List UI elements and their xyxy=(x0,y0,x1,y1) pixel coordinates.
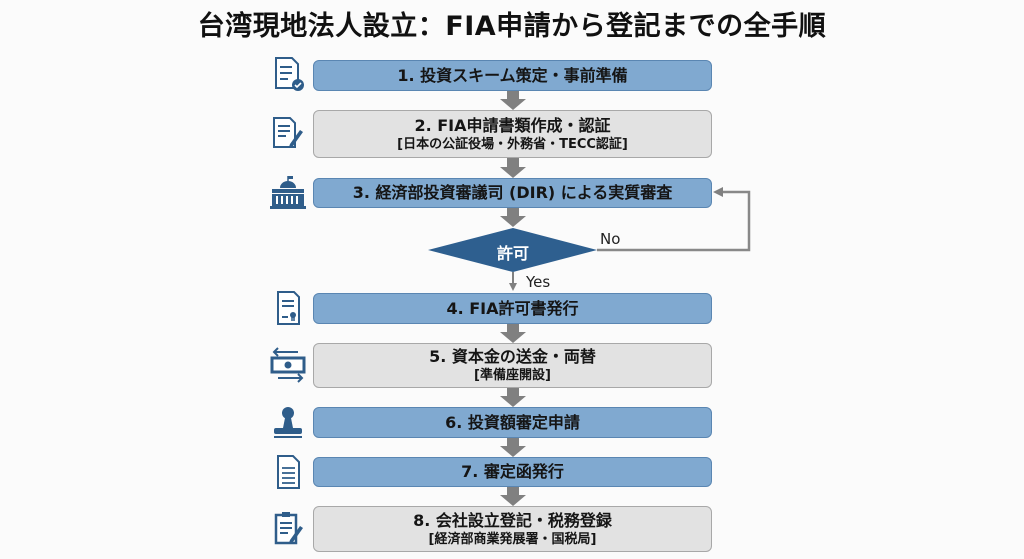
step-3: 3. 経済部投資審議司 (DIR) による実質審査 xyxy=(313,178,712,208)
arrow-6-7 xyxy=(500,438,526,457)
step-2: 2. FIA申請書類作成・認証 [日本の公証役場・外務省・TECC認証] xyxy=(313,110,712,158)
step-label: 2. FIA申請書類作成・認証 xyxy=(414,115,611,135)
arrow-3-decision xyxy=(500,208,526,227)
step-6: 6. 投資額審定申請 xyxy=(313,407,712,438)
step-sublabel: [日本の公証役場・外務省・TECC認証] xyxy=(397,136,628,152)
step-8: 8. 会社設立登記・税務登録 [経済部商業発展署・国税局] xyxy=(313,506,712,552)
money-transfer-icon xyxy=(270,347,306,383)
step-sublabel: [準備座開設] xyxy=(474,368,551,383)
step-label: 8. 会社設立登記・税務登録 xyxy=(413,510,612,530)
arrow-7-8 xyxy=(500,487,526,506)
document-pen-icon xyxy=(273,117,303,148)
step-label: 4. FIA許可書発行 xyxy=(446,298,579,318)
decision-label: 許可 xyxy=(496,244,529,263)
certificate-icon xyxy=(277,291,300,325)
arrow-5-6 xyxy=(500,388,526,407)
checklist-icon xyxy=(275,57,304,91)
arrow-1-2 xyxy=(500,91,526,110)
step-label: 6. 投資額審定申請 xyxy=(445,412,580,432)
government-building-icon xyxy=(270,176,306,209)
step-1: 1. 投資スキーム策定・事前準備 xyxy=(313,60,712,91)
arrow-4-5 xyxy=(500,324,526,343)
step-4: 4. FIA許可書発行 xyxy=(313,293,712,324)
no-label: No xyxy=(600,230,621,248)
yes-label: Yes xyxy=(526,273,551,291)
step-7: 7. 審定函発行 xyxy=(313,457,712,487)
step-label: 7. 審定函発行 xyxy=(461,462,564,481)
stamp-icon xyxy=(274,407,302,438)
step-label: 5. 資本金の送金・両替 xyxy=(429,347,596,366)
step-5: 5. 資本金の送金・両替 [準備座開設] xyxy=(313,343,712,388)
down-arrows xyxy=(500,91,526,506)
arrow-2-3 xyxy=(500,158,526,178)
clipboard-pen-icon xyxy=(274,512,303,545)
step-sublabel: [経済部商業発展署・国税局] xyxy=(428,531,597,547)
no-loop-arrow xyxy=(597,187,751,252)
decision-diamond xyxy=(428,228,597,272)
step-label: 1. 投資スキーム策定・事前準備 xyxy=(397,65,628,85)
step-label: 3. 経済部投資審議司 (DIR) による実質審査 xyxy=(352,183,673,202)
document-icon xyxy=(277,455,300,489)
page-title: 台湾現地法人設立：FIA申請から登記までの全手順 xyxy=(197,11,827,42)
